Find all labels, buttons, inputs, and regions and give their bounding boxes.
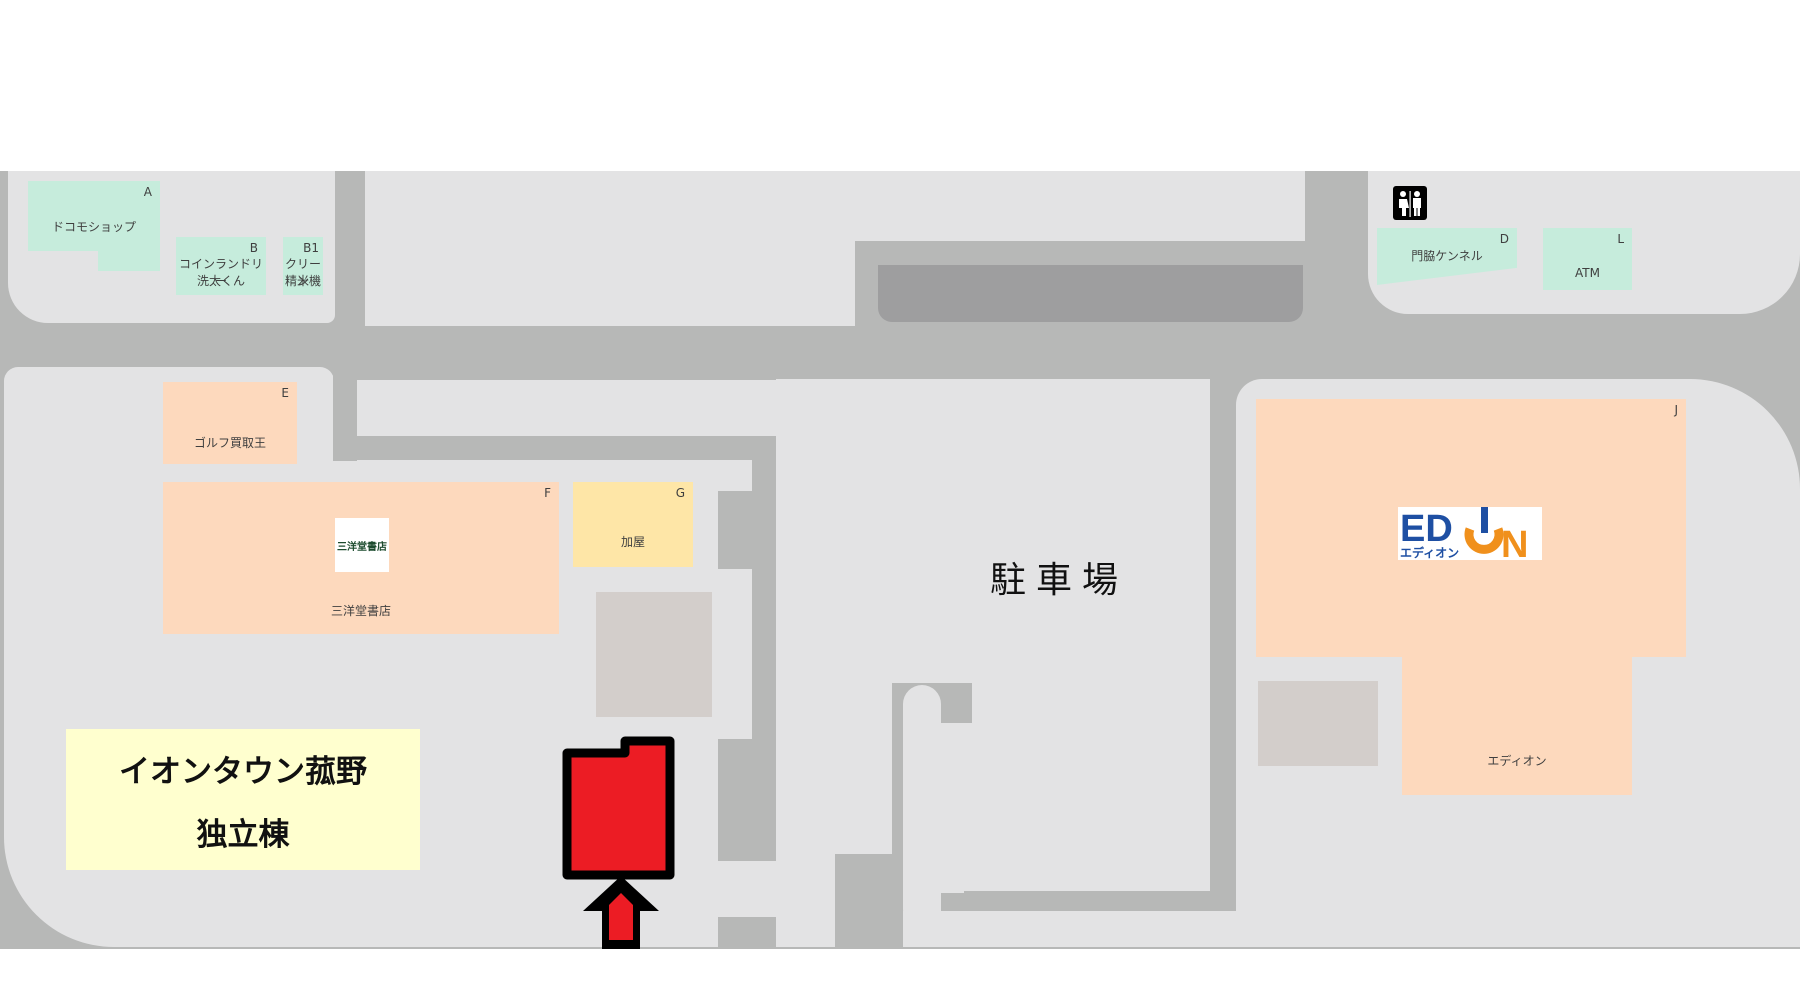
road-parking-bottom (964, 891, 1219, 901)
parking-label: 駐車場 (990, 560, 1129, 601)
svg-text:エディオン: エディオン (1400, 545, 1459, 560)
store-a-name: ドコモショップ (51, 220, 136, 234)
store-j-name: エディオン (1487, 754, 1547, 768)
store-e[interactable]: E ゴルフ買取王 (163, 382, 297, 464)
store-a-extension (98, 251, 160, 271)
road-service-bay-1 (718, 491, 776, 569)
store-j-letter: J (1674, 403, 1678, 417)
map-title: イオンタウン菰野 独立棟 (66, 729, 420, 870)
store-b1-name-line1: クリーン (284, 257, 321, 289)
sanyodo-logo-text: 三洋堂書店 (337, 541, 387, 553)
restroom-icon (1393, 186, 1427, 220)
store-b-name-line2: 洗太くん (196, 274, 245, 288)
store-b-letter: B (249, 241, 258, 255)
store-e-letter: E (281, 386, 289, 400)
road-inner-horizontal (350, 436, 776, 460)
store-l-letter: L (1617, 232, 1624, 246)
store-e-name: ゴルフ買取王 (193, 436, 266, 450)
lot-parking-inner (934, 723, 1210, 893)
store-l-name: ATM (1575, 266, 1600, 280)
highlighted-building[interactable] (562, 735, 680, 949)
store-g[interactable]: G 加屋 (573, 482, 693, 567)
store-b1[interactable]: B1 クリーン 精米機 (283, 237, 323, 295)
map-title-line2: 独立棟 (196, 816, 290, 853)
store-g-name: 加屋 (620, 535, 645, 549)
store-f-name: 三洋堂書店 (330, 604, 391, 618)
covered-walkway (878, 265, 1303, 322)
store-b1-name-line2: 精米機 (284, 274, 321, 288)
lot-upper-walkway (357, 380, 776, 436)
store-f-letter: F (544, 486, 551, 500)
lot-top-middle-lower (365, 171, 855, 326)
store-d-name: 門脇ケンネル (1411, 249, 1483, 263)
store-d-letter: D (1499, 232, 1509, 246)
edion-logo: ED エディオン N (1398, 507, 1542, 566)
store-j[interactable]: J ED エディオン N (1256, 399, 1686, 657)
store-b-name-line1: コインランドリー (178, 257, 263, 289)
lot-bottom-curve (680, 861, 835, 917)
svg-text:ED: ED (1400, 508, 1453, 550)
road-parking-right (1210, 379, 1234, 901)
edion-annex (1258, 681, 1378, 766)
store-j-extension (1402, 657, 1632, 795)
store-a-letter: A (143, 185, 152, 199)
map-title-line1: イオンタウン菰野 (119, 753, 367, 790)
store-g-letter: G (675, 486, 685, 500)
site-map: A ドコモショップ B コインランドリー 洗太くん B1 クリーン 精米機 D … (0, 171, 1800, 949)
store-l[interactable]: L ATM (1543, 228, 1632, 290)
store-b1-letter: B1 (303, 241, 319, 255)
sanyodo-logo: 三洋堂書店 (335, 518, 389, 572)
store-b[interactable]: B コインランドリー 洗太くん (176, 237, 266, 295)
unnamed-building (596, 592, 712, 717)
store-f[interactable]: F 三洋堂書店 三洋堂書店 (163, 482, 559, 634)
store-a[interactable]: A ドコモショップ (28, 181, 160, 251)
svg-text:N: N (1501, 524, 1528, 560)
